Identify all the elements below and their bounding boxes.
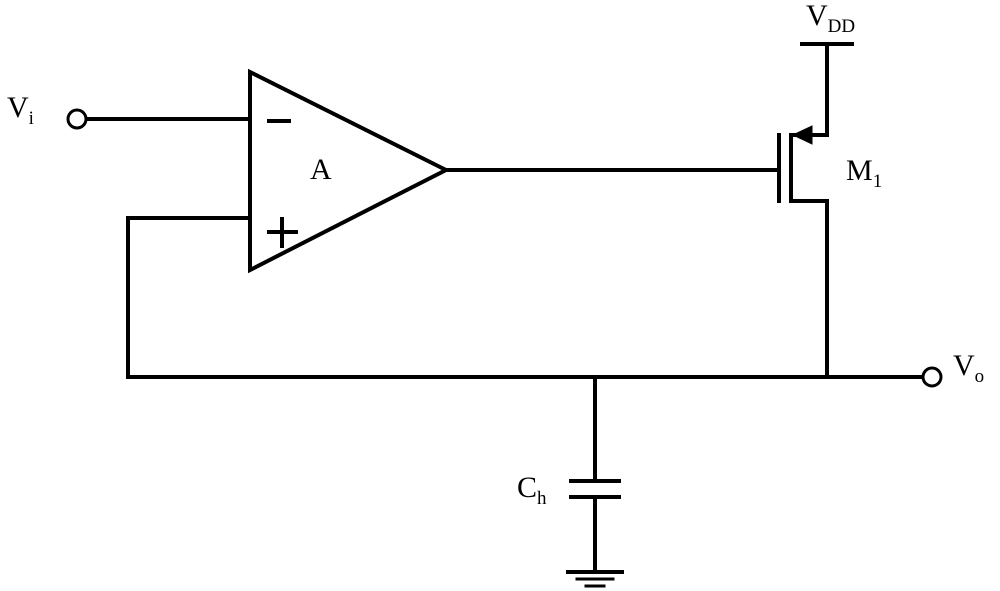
pmos-transistor: M1 <box>777 125 882 203</box>
amplifier-label: A <box>310 153 332 186</box>
supply-label-subscript: DD <box>828 16 855 37</box>
output-terminal-circle <box>921 366 943 388</box>
hold-capacitor: Ch <box>517 375 621 574</box>
output-node: Vo <box>921 349 984 388</box>
opamp-triangle <box>248 68 451 274</box>
transistor-label: M1 <box>846 154 882 192</box>
supply-label-main: V <box>806 0 828 32</box>
output-label-main: V <box>953 349 975 382</box>
capacitor-label-main: C <box>517 471 537 504</box>
transistor-label-main: M <box>846 154 873 187</box>
capacitor-label: Ch <box>517 471 547 509</box>
output-label-subscript: o <box>975 366 985 387</box>
input-label-subscript: i <box>29 108 34 129</box>
input-node: Vi <box>7 91 252 130</box>
input-terminal-label: Vi <box>7 91 34 129</box>
transistor-label-subscript: 1 <box>873 171 883 192</box>
feedback-and-output-bus <box>126 216 925 379</box>
supply-label: VDD <box>806 0 855 37</box>
transistor-direction-arrow <box>791 125 813 145</box>
input-terminal-circle <box>66 108 88 130</box>
capacitor-label-subscript: h <box>537 488 547 509</box>
supply-node: VDD <box>800 0 855 137</box>
input-label-main: V <box>7 91 29 124</box>
output-terminal-label: Vo <box>953 349 984 387</box>
operational-amplifier: A <box>248 68 451 274</box>
ground-symbol <box>566 570 624 588</box>
